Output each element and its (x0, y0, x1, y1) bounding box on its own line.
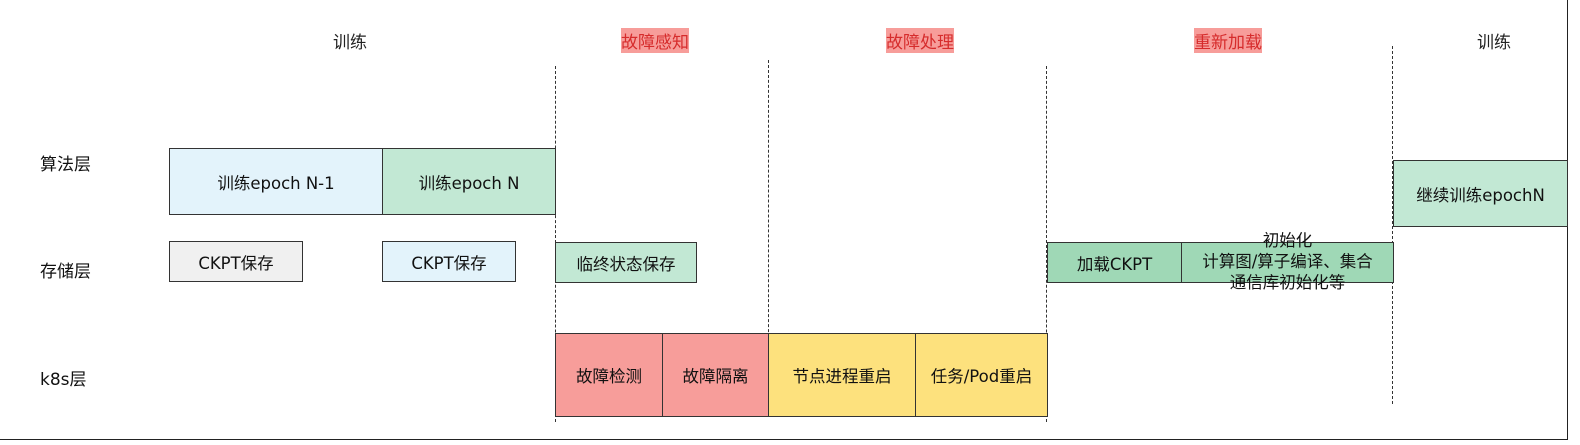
box-epoch-n: 训练epoch N (382, 148, 556, 215)
init-line-1: 初始化 (1262, 231, 1313, 250)
box-label: 故障隔离 (682, 367, 749, 386)
phase-reload: 重新加载 (1194, 28, 1262, 53)
box-label: CKPT保存 (198, 253, 274, 273)
phase-fault-perception: 故障感知 (621, 28, 689, 53)
box-label: 任务/Pod重启 (930, 367, 1033, 386)
init-line-3: 通信库初始化等 (1229, 273, 1346, 292)
init-line-2: 计算图/算子编译、集合 (1202, 252, 1373, 271)
initialization-text: 初始化 计算图/算子编译、集合 通信库初始化等 (1181, 230, 1394, 293)
box-label: 故障检测 (576, 367, 642, 386)
box-label: 训练epoch N (418, 173, 520, 193)
layer-algorithm: 算法层 (40, 155, 91, 175)
divider-line-3 (1046, 66, 1047, 422)
layer-storage: 存储层 (40, 262, 91, 282)
box-ckpt-save-1: CKPT保存 (169, 241, 303, 282)
box-task-pod-restart: 任务/Pod重启 (915, 333, 1048, 417)
box-continue-epoch-n: 继续训练epochN (1393, 160, 1568, 227)
box-label: 临终状态保存 (576, 254, 676, 274)
box-fault-detection: 故障检测 (555, 333, 663, 417)
box-load-ckpt: 加载CKPT (1047, 242, 1182, 283)
box-label: 节点进程重启 (792, 367, 892, 386)
box-label: 继续训练epochN (1416, 185, 1545, 205)
box-ckpt-save-2: CKPT保存 (382, 241, 516, 282)
box-epoch-n-minus-1: 训练epoch N-1 (169, 148, 383, 215)
box-label: 训练epoch N-1 (217, 173, 335, 193)
box-label: 加载CKPT (1076, 254, 1153, 274)
box-initialization (1181, 242, 1394, 283)
layer-k8s: k8s层 (40, 370, 87, 390)
phase-training-1: 训练 (333, 33, 367, 53)
phase-training-2: 训练 (1477, 33, 1511, 53)
divider-line-4 (1392, 46, 1393, 404)
phase-fault-handling: 故障处理 (886, 28, 954, 53)
divider-line-2 (768, 60, 769, 352)
box-node-process-restart: 节点进程重启 (768, 333, 916, 417)
box-fault-isolation: 故障隔离 (662, 333, 769, 417)
box-final-state-save: 临终状态保存 (555, 242, 697, 283)
box-label: CKPT保存 (411, 253, 487, 273)
